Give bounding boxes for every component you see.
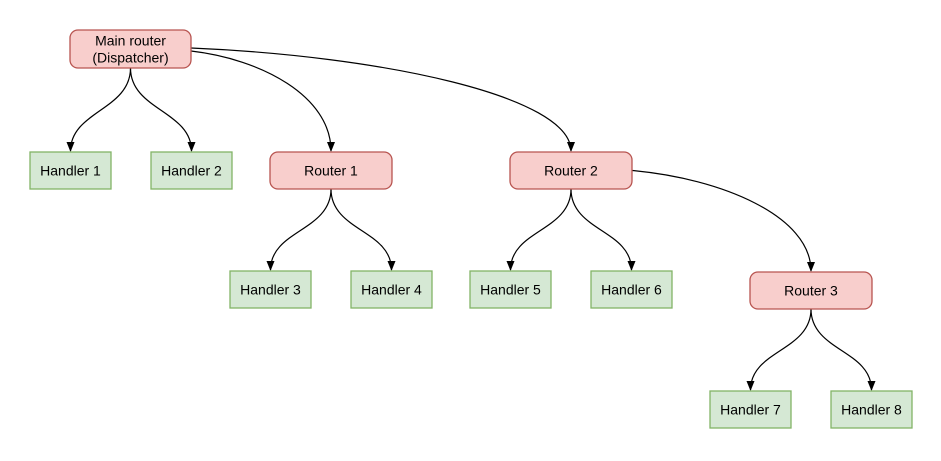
edge-r3-to-h7 bbox=[746, 308, 812, 391]
edge-main-to-r1 bbox=[190, 50, 335, 152]
node-box-r1 bbox=[269, 151, 393, 190]
node-label-h3: Handler 3 bbox=[240, 282, 301, 298]
node-r2: Router 2 bbox=[509, 151, 633, 190]
node-label-h7: Handler 7 bbox=[720, 402, 781, 418]
node-h1: Handler 1 bbox=[29, 151, 112, 190]
node-label-r3: Router 3 bbox=[784, 283, 838, 299]
edge-r2-to-h5 bbox=[506, 188, 572, 271]
edge-main-to-h2 bbox=[129, 67, 196, 152]
node-h7: Handler 7 bbox=[709, 390, 792, 429]
edge-main-to-r2 bbox=[190, 47, 575, 152]
node-h5: Handler 5 bbox=[469, 270, 552, 309]
node-h3: Handler 3 bbox=[229, 270, 312, 309]
node-box-h1 bbox=[29, 151, 112, 190]
node-h4: Handler 4 bbox=[350, 270, 433, 309]
node-label-h5: Handler 5 bbox=[480, 282, 541, 298]
node-label-h6: Handler 6 bbox=[601, 282, 662, 298]
node-box-h4 bbox=[350, 270, 433, 309]
node-box-h5 bbox=[469, 270, 552, 309]
node-label-h2: Handler 2 bbox=[161, 163, 222, 179]
node-h8: Handler 8 bbox=[830, 390, 913, 429]
node-h2: Handler 2 bbox=[150, 151, 233, 190]
node-label-r1: Router 1 bbox=[304, 163, 358, 179]
node-box-r3 bbox=[749, 271, 873, 310]
node-box-h8 bbox=[830, 390, 913, 429]
node-box-r2 bbox=[509, 151, 633, 190]
edge-main-to-h1 bbox=[66, 67, 132, 152]
node-label-h1: Handler 1 bbox=[40, 163, 101, 179]
node-r3: Router 3 bbox=[749, 271, 873, 310]
edge-r1-to-h3 bbox=[266, 188, 332, 271]
node-box-h6 bbox=[590, 270, 673, 309]
node-box-h2 bbox=[150, 151, 233, 190]
node-r1: Router 1 bbox=[269, 151, 393, 190]
node-label-h8: Handler 8 bbox=[841, 402, 902, 418]
edge-r1-to-h4 bbox=[330, 188, 396, 271]
node-label-main: Main router(Dispatcher) bbox=[92, 33, 168, 66]
node-label-h4: Handler 4 bbox=[361, 282, 422, 298]
node-label-r2: Router 2 bbox=[544, 163, 598, 179]
edge-r2-to-r3 bbox=[631, 169, 815, 272]
node-box-h3 bbox=[229, 270, 312, 309]
edge-r3-to-h8 bbox=[810, 308, 876, 391]
node-h6: Handler 6 bbox=[590, 270, 673, 309]
node-box-main bbox=[69, 29, 192, 69]
edge-r2-to-h6 bbox=[570, 188, 636, 271]
node-main: Main router(Dispatcher) bbox=[69, 29, 192, 69]
node-box-h7 bbox=[709, 390, 792, 429]
